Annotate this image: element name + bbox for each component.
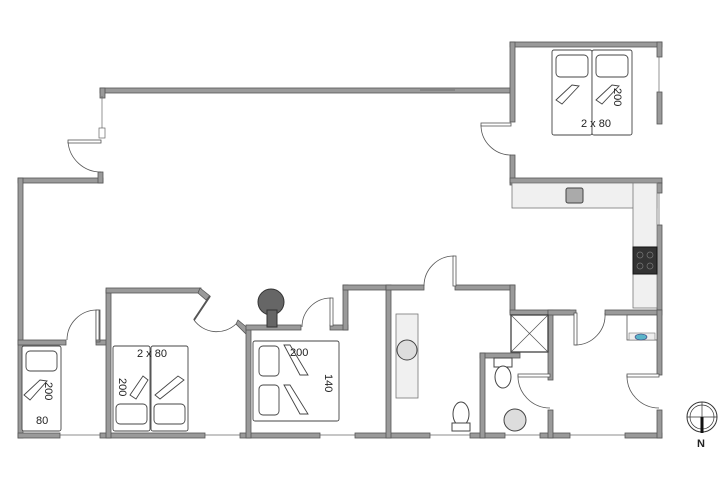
sink-icon xyxy=(503,408,527,432)
bed-length-label: 200 xyxy=(290,347,308,359)
compass-north-label: N xyxy=(697,438,705,450)
bed-size-label: 2 x 80 xyxy=(137,348,167,360)
bed-width-label: 80 xyxy=(36,415,48,427)
toilet-icon xyxy=(494,365,512,389)
bed-length-label: 200 xyxy=(116,378,128,396)
sink-icon xyxy=(396,339,418,361)
kitchen xyxy=(511,182,658,309)
bed-length-label: 200 xyxy=(42,382,54,400)
compass-icon: N xyxy=(686,401,718,450)
bed-size-label: 2 x 80 xyxy=(581,118,611,130)
bathroom-main xyxy=(395,313,549,432)
bedroom-single: 200 80 xyxy=(21,345,62,432)
bedroom-twin: 2 x 80 200 xyxy=(112,345,189,432)
bathroom-small xyxy=(493,357,527,432)
toilet-icon xyxy=(452,401,470,427)
walls xyxy=(17,41,663,439)
utility-room xyxy=(626,314,658,341)
windows xyxy=(60,57,660,436)
washbasin-icon xyxy=(634,333,648,341)
kitchen-sink-icon xyxy=(565,187,584,204)
hob-icon xyxy=(632,246,658,275)
bedroom-northeast: 2 x 80 200 xyxy=(551,49,633,136)
bedroom-double: 200 140 xyxy=(252,288,340,422)
doors xyxy=(66,122,660,409)
bed-length-label: 200 xyxy=(611,88,623,106)
bed-width-label: 140 xyxy=(322,374,334,392)
